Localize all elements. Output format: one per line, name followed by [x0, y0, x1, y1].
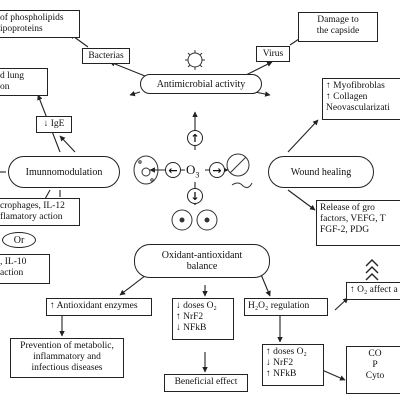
or-connector: Or	[2, 232, 36, 248]
beneficial-effect-box: Beneficial effect	[164, 374, 248, 392]
myofibroblast-box: ↑ Myofibroblas ↑ Collagen Neovasculariza…	[322, 78, 400, 120]
chevron-up-icon	[365, 259, 379, 281]
ozone-text: O	[186, 162, 196, 177]
low-dose-box: ↓ doses O₂ ↑ NrF2 ↓ NFkB	[172, 298, 234, 340]
bacterias-box: Bacterias	[82, 48, 130, 64]
capside-box: Damage to the capside	[298, 12, 378, 42]
arrow-right-icon: →	[209, 162, 225, 178]
wound-healing-node: Wound healing	[268, 156, 374, 188]
tissue-icon	[226, 153, 253, 189]
growth-factors-box: Release of gro factors, VEFG, T FGF-2, P…	[316, 200, 400, 246]
cutoff-box: CO P Cyto	[346, 346, 400, 394]
ige-box: ↓ IgE	[36, 116, 72, 133]
ozone-label: O3	[186, 162, 199, 180]
macrophages-box: crophages, IL-12 flamatory action	[0, 198, 80, 226]
arrow-down-icon: ↓	[187, 188, 203, 204]
h2o2-regulation-box: H₂O₂ regulation	[244, 298, 328, 316]
virus-box: Virus	[256, 46, 290, 62]
prevention-box: Prevention of metabolic, inflammatory an…	[10, 338, 124, 378]
immunomodulation-node: Imunnomodulation	[8, 156, 120, 188]
arrow-up-icon: ↑	[187, 130, 203, 146]
phospholipids-box: of phospholipids ipoproteins	[0, 10, 80, 38]
lung-box: d lung on	[0, 68, 48, 96]
antimicrobial-activity-node: Antimicrobial activity	[140, 74, 262, 94]
high-dose-box: ↑ doses O₂ ↓ NrF2 ↑ NFkB	[262, 344, 324, 386]
antioxidant-enzymes-box: ↑ Antioxidant enzymes	[46, 298, 152, 316]
oxidant-antioxidant-balance-node: Oxidant-antioxidant balance	[134, 244, 270, 278]
cell-icon	[133, 155, 159, 185]
virus-icon	[185, 50, 205, 70]
ozone-subscript: 3	[195, 170, 200, 180]
arrow-left-icon: ←	[165, 162, 181, 178]
atom-icon	[171, 209, 218, 231]
o2-affect-box: ↑ O₂ affect a	[346, 282, 400, 300]
il10-box: , IL-10 action	[0, 254, 50, 284]
